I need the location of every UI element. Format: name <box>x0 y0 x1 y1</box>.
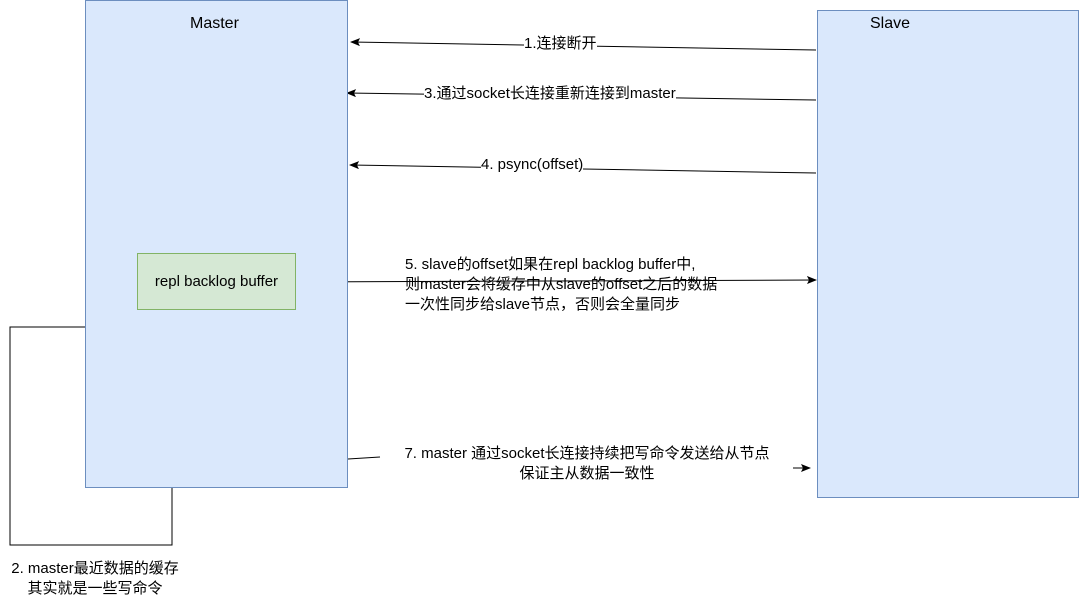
repl-backlog-buffer-label: repl backlog buffer <box>154 273 279 290</box>
edge-2-label-line: 2. master最近数据的缓存 <box>11 560 179 577</box>
repl-backlog-buffer-node <box>137 253 296 310</box>
master-node <box>85 0 348 488</box>
edge-7-stream-start <box>347 456 381 460</box>
edge-5-label-line: 则master会将缓存中从slave的offset之后的数据 <box>405 276 718 293</box>
edge-5-sync-buffer <box>295 276 817 285</box>
edge-7-label: 7. master 通过socket长连接持续把写命令发送给从节点 保证主从数据… <box>380 444 794 484</box>
edge-4-label: 4. psync(offset) <box>481 155 584 174</box>
edge-5-label-line: 5. slave的offset如果在repl backlog buffer中, <box>405 256 696 273</box>
edge-7-label-line: 7. master 通过socket长连接持续把写命令发送给从节点 <box>404 445 770 462</box>
edge-7-label-line: 保证主从数据一致性 <box>519 465 655 482</box>
edge-2-label: 2. master最近数据的缓存 其实就是一些写命令 <box>0 559 190 598</box>
slave-node <box>817 10 1079 498</box>
edge-1-label: 1.连接断开 <box>524 34 597 53</box>
slave-title: Slave <box>870 15 911 32</box>
edge-2-label-line: 其实就是一些写命令 <box>27 580 163 597</box>
master-title: Master <box>190 15 239 32</box>
edge-5-label: 5. slave的offset如果在repl backlog buffer中, … <box>405 255 717 315</box>
edge-3-label: 3.通过socket长连接重新连接到master <box>424 84 676 103</box>
edge-5-label-line: 一次性同步给slave节点，否则会全量同步 <box>405 296 681 313</box>
